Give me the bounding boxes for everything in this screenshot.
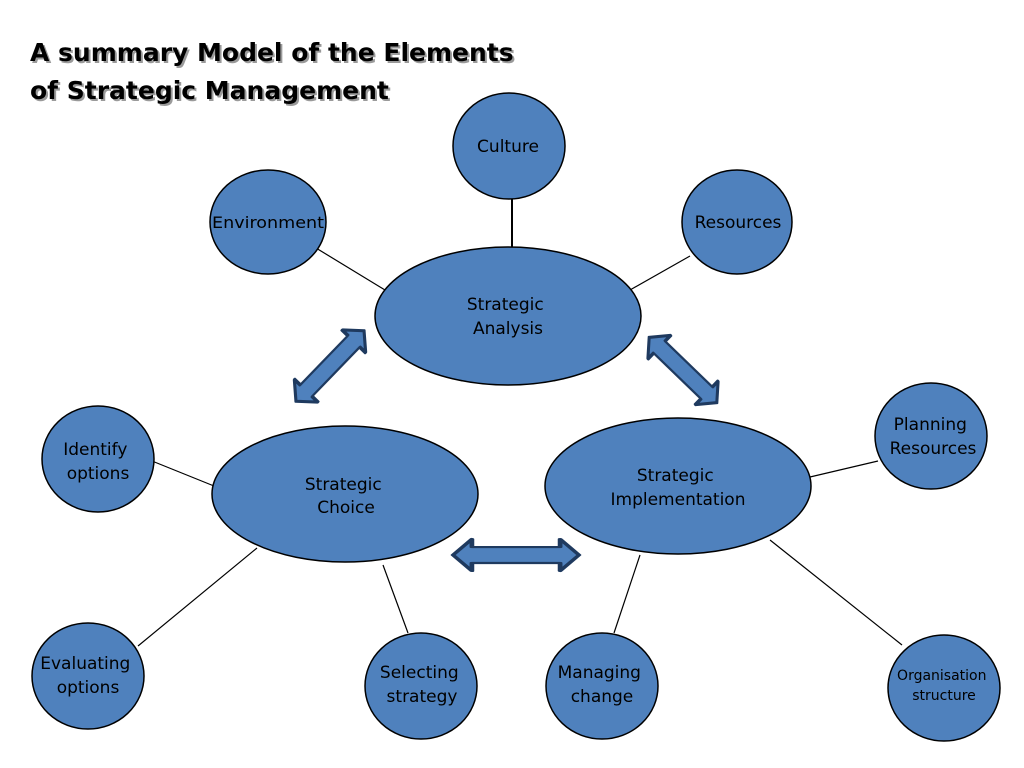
node-strategic-choice xyxy=(211,425,479,563)
node-labels: Culture Environment Resources Strategic … xyxy=(40,137,991,707)
node-strategic-implementation xyxy=(544,417,812,555)
label-culture: Culture xyxy=(477,137,539,157)
connector-environment-analysis xyxy=(315,247,386,291)
label-managing-change-line1: Managing xyxy=(558,663,641,683)
connector-lines xyxy=(137,197,903,647)
label-selecting-strategy-line1: Selecting xyxy=(380,663,459,683)
label-resources-line1: Resources xyxy=(695,213,782,233)
connector-organisation-implementation xyxy=(769,539,903,646)
label-resources: Resources xyxy=(695,213,782,233)
connector-resources-analysis xyxy=(629,255,691,291)
node-planning-resources xyxy=(874,382,988,490)
label-organisation-structure: Organisation structure xyxy=(897,668,991,704)
label-environment: Environment xyxy=(212,213,324,232)
label-identify-options: Identify options xyxy=(63,440,133,484)
label-strategic-implementation: Strategic Implementation xyxy=(611,466,746,510)
label-strategic-choice: Strategic Choice xyxy=(305,475,387,518)
double-arrow-analysis-choice xyxy=(292,328,368,404)
connector-managing-implementation xyxy=(613,554,641,634)
label-identify-options-line2: options xyxy=(67,464,130,484)
node-organisation-structure xyxy=(887,634,1001,742)
node-culture xyxy=(452,92,566,200)
label-identify-options-line1: Identify xyxy=(63,440,127,460)
label-culture-line1: Culture xyxy=(477,137,539,157)
label-strategic-implementation-line2: Implementation xyxy=(611,490,746,510)
label-strategic-choice-line1: Strategic xyxy=(305,475,382,495)
label-organisation-structure-line1: Organisation xyxy=(897,668,986,684)
node-strategic-analysis xyxy=(374,246,642,386)
label-managing-change-line2: change xyxy=(571,687,634,707)
node-managing-change xyxy=(545,632,659,740)
label-selecting-strategy: Selecting strategy xyxy=(380,663,464,707)
label-evaluating-options: Evaluating options xyxy=(40,654,136,698)
label-managing-change: Managing change xyxy=(558,663,647,707)
label-planning-resources-line1: Planning xyxy=(894,415,967,435)
label-strategic-analysis-line1: Strategic xyxy=(467,295,544,315)
label-environment-line1: Environment xyxy=(212,213,324,232)
label-strategic-implementation-line1: Strategic xyxy=(637,466,714,486)
label-strategic-analysis: Strategic Analysis xyxy=(467,295,549,339)
connector-selecting-choice xyxy=(382,564,409,634)
label-strategic-analysis-line2: Analysis xyxy=(473,319,543,339)
double-arrow-choice-implementation xyxy=(450,537,582,573)
connector-identify-choice xyxy=(151,460,215,487)
page-title: A summary Model of the Elements of Strat… xyxy=(30,34,590,110)
label-evaluating-options-line1: Evaluating xyxy=(40,654,130,674)
node-selecting-strategy xyxy=(364,632,478,740)
label-evaluating-options-line2: options xyxy=(57,678,120,698)
label-planning-resources: Planning Resources xyxy=(890,415,977,459)
label-planning-resources-line2: Resources xyxy=(890,439,977,459)
double-arrow-analysis-implementation xyxy=(646,333,720,407)
node-resources xyxy=(681,169,793,275)
title-line-2: of Strategic Management xyxy=(30,76,389,105)
label-organisation-structure-line2: structure xyxy=(912,688,976,704)
diagram-nodes xyxy=(31,92,1001,742)
connector-planning-implementation xyxy=(809,460,879,478)
connector-evaluating-choice xyxy=(137,547,258,647)
title-line-1: A summary Model of the Elements xyxy=(30,38,514,67)
label-selecting-strategy-line2: strategy xyxy=(387,687,458,707)
flow-arrows xyxy=(292,328,720,573)
node-identify-options xyxy=(41,405,155,513)
label-strategic-choice-line2: Choice xyxy=(317,498,375,518)
node-evaluating-options xyxy=(31,622,145,730)
node-environment xyxy=(209,169,327,275)
